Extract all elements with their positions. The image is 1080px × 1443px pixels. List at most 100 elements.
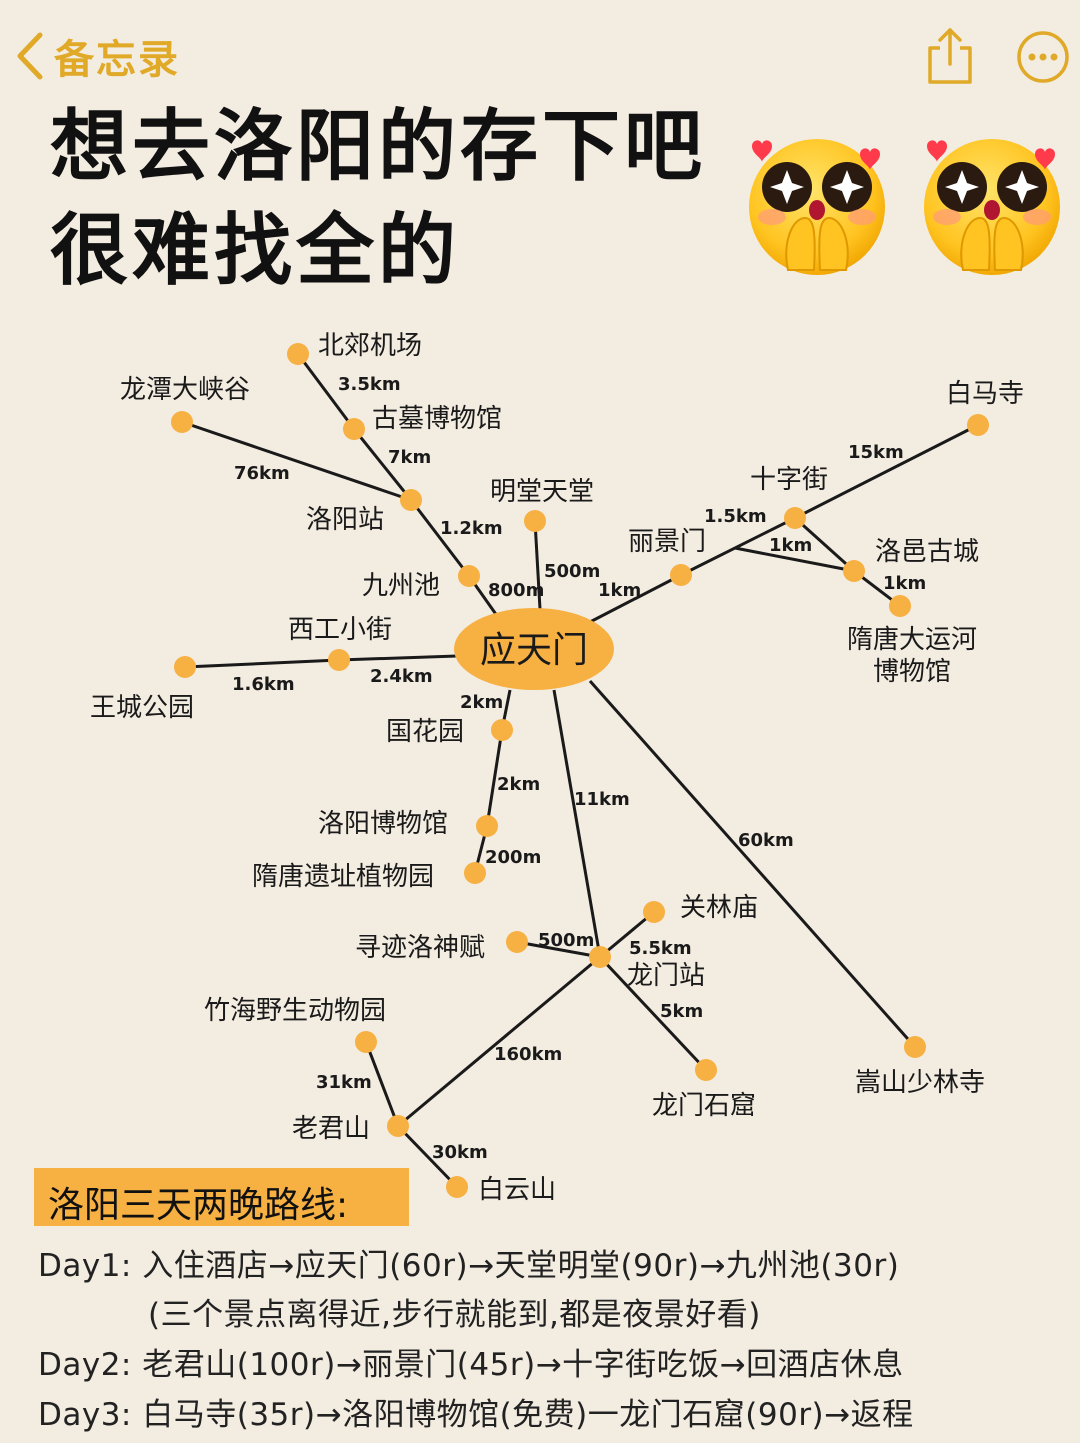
node-laojun [387, 1115, 409, 1137]
node-lijing [670, 564, 692, 586]
label-baima: 白马寺 [946, 379, 1024, 409]
node-longmen-grottoes [695, 1059, 717, 1081]
dist-longtan-station: 76km [234, 463, 290, 484]
node-luoyi [843, 560, 865, 582]
label-xunji: 寻迹洛神赋 [355, 933, 485, 963]
dist-guanlin-longmen: 5.5km [629, 938, 692, 959]
label-songshan: 嵩山少林寺 [855, 1068, 985, 1098]
node-songshan [904, 1036, 926, 1058]
pleading-face-emoji [924, 139, 1060, 275]
node-zhuhai [355, 1031, 377, 1053]
edge-station-jiuzhou [409, 499, 471, 577]
pleading-face-emoji [749, 139, 885, 275]
page-title-line-1: 想去洛阳的存下吧 [50, 102, 707, 192]
edge-mingtang-center [533, 520, 542, 610]
edge-guohua-museum [485, 729, 504, 827]
dist-center-guohua: 2km [460, 692, 503, 713]
dist-zhuhai-laojun: 31km [316, 1072, 372, 1093]
node-guohua [491, 719, 513, 741]
node-wangcheng [174, 656, 196, 678]
route-header-label: 洛阳三天两晚路线: [48, 1185, 349, 1226]
label-guohua: 国花园 [386, 717, 464, 747]
node-xigong [328, 649, 350, 671]
label-zhuhai: 竹海野生动物园 [204, 996, 386, 1026]
label-lijing: 丽景门 [628, 527, 706, 557]
label-wangcheng: 王城公园 [90, 693, 194, 723]
dist-center-lijing: 1km [598, 580, 641, 601]
label-jiuzhou: 九州池 [362, 571, 440, 601]
edge-zhuhai-laojun [364, 1041, 400, 1127]
edge-baima-shizi [794, 423, 979, 520]
distance-labels: 3.5km 7km 76km 1.2km 800m 500m 15km 1.5k… [232, 374, 926, 1163]
edge-longmen-laojun [397, 955, 601, 1128]
day2-route: Day2: 老君山(100r)→丽景门(45r)→十字街吃饭→回酒店休息 [38, 1347, 904, 1383]
dist-luoyi-canal: 1km [883, 573, 926, 594]
day1-note: (三个景点离得近,步行就能到,都是夜景好看) [148, 1297, 761, 1333]
top-bar: 备忘录 [0, 0, 1080, 110]
label-luoyi: 洛邑古城 [875, 537, 979, 567]
label-canal-2: 博物馆 [873, 657, 951, 687]
share-icon[interactable] [922, 26, 978, 86]
dist-shizi-luoyi: 1km [769, 535, 812, 556]
label-airport: 北郊机场 [318, 331, 422, 361]
dist-laojun-baiyun: 30km [432, 1142, 488, 1163]
label-canal: 隋唐大运河 [847, 625, 977, 655]
node-guanlin [643, 901, 665, 923]
node-longtan [171, 411, 193, 433]
dist-baima-shizi: 15km [848, 442, 904, 463]
node-center [454, 608, 614, 690]
edge-junction-luoyi [734, 546, 855, 573]
node-jiuzhou [458, 565, 480, 587]
node-tomb [343, 418, 365, 440]
back-button[interactable]: 备忘录 [12, 28, 180, 84]
edge-longtan-station [181, 420, 412, 502]
label-xigong: 西工小街 [288, 615, 392, 645]
dist-longmen-grottoes: 5km [660, 1001, 703, 1022]
dist-lijing-shizi: 1.5km [704, 506, 767, 527]
label-museum: 洛阳博物馆 [318, 809, 448, 839]
label-tomb: 古墓博物馆 [372, 404, 502, 434]
chevron-left-icon [17, 32, 43, 80]
dist-tomb-station: 7km [388, 447, 431, 468]
label-laojun: 老君山 [292, 1114, 370, 1144]
dist-center-longmen: 11km [574, 789, 630, 810]
place-labels: 北郊机场 龙潭大峡谷 古墓博物馆 洛阳站 明堂天堂 九州池 西工小街 王城公园 … [90, 331, 1024, 1205]
edge-center-longmen [552, 689, 602, 958]
node-shizi [784, 507, 806, 529]
edge-guanlin-longmen [599, 910, 655, 959]
node-baima [967, 414, 989, 436]
edge-xunji-longmen [516, 940, 601, 959]
node-airport [287, 343, 309, 365]
label-longmen-grottoes: 龙门石窟 [652, 1091, 756, 1121]
dist-museum-park: 200m [485, 847, 541, 868]
day3-route: Day3: 白马寺(35r)→洛阳博物馆(免费)一龙门石窟(90r)→返程 [38, 1397, 914, 1433]
edge-longmen-grottoes [598, 955, 708, 1072]
node-canal [889, 595, 911, 617]
page-title-line-2: 很难找全的 [50, 206, 461, 296]
day1-route: Day1: 入住酒店→应天门(60r)→天堂明堂(90r)→九州池(30r) [38, 1248, 900, 1284]
node-station [400, 489, 422, 511]
label-suitang-park: 隋唐遗址植物园 [252, 862, 434, 892]
dist-wangcheng-xigong: 1.6km [232, 674, 295, 695]
back-label: 备忘录 [54, 37, 180, 83]
edge-center-songshan [588, 680, 917, 1048]
node-suitang-park [464, 862, 486, 884]
node-mingtang [524, 510, 546, 532]
label-mingtang: 明堂天堂 [490, 477, 594, 507]
nodes [171, 343, 989, 1198]
edge-lijing-shizi [680, 516, 796, 577]
edge-center-lijing [589, 573, 682, 624]
dist-guohua-museum: 2km [497, 774, 540, 795]
label-guanlin: 关林庙 [680, 893, 758, 923]
more-icon[interactable] [1016, 30, 1070, 84]
node-museum [476, 815, 498, 837]
edge-airport-tomb [296, 353, 356, 430]
center-label: 应天门 [480, 630, 588, 671]
edge-xigong-center [338, 654, 458, 662]
dist-center-songshan: 60km [738, 830, 794, 851]
dist-airport-tomb: 3.5km [338, 374, 401, 395]
label-baiyun: 白云山 [478, 1175, 556, 1205]
dist-longmen-laojun: 160km [494, 1044, 562, 1065]
label-longtan: 龙潭大峡谷 [120, 375, 250, 405]
dist-mingtang-center: 500m [544, 561, 600, 582]
